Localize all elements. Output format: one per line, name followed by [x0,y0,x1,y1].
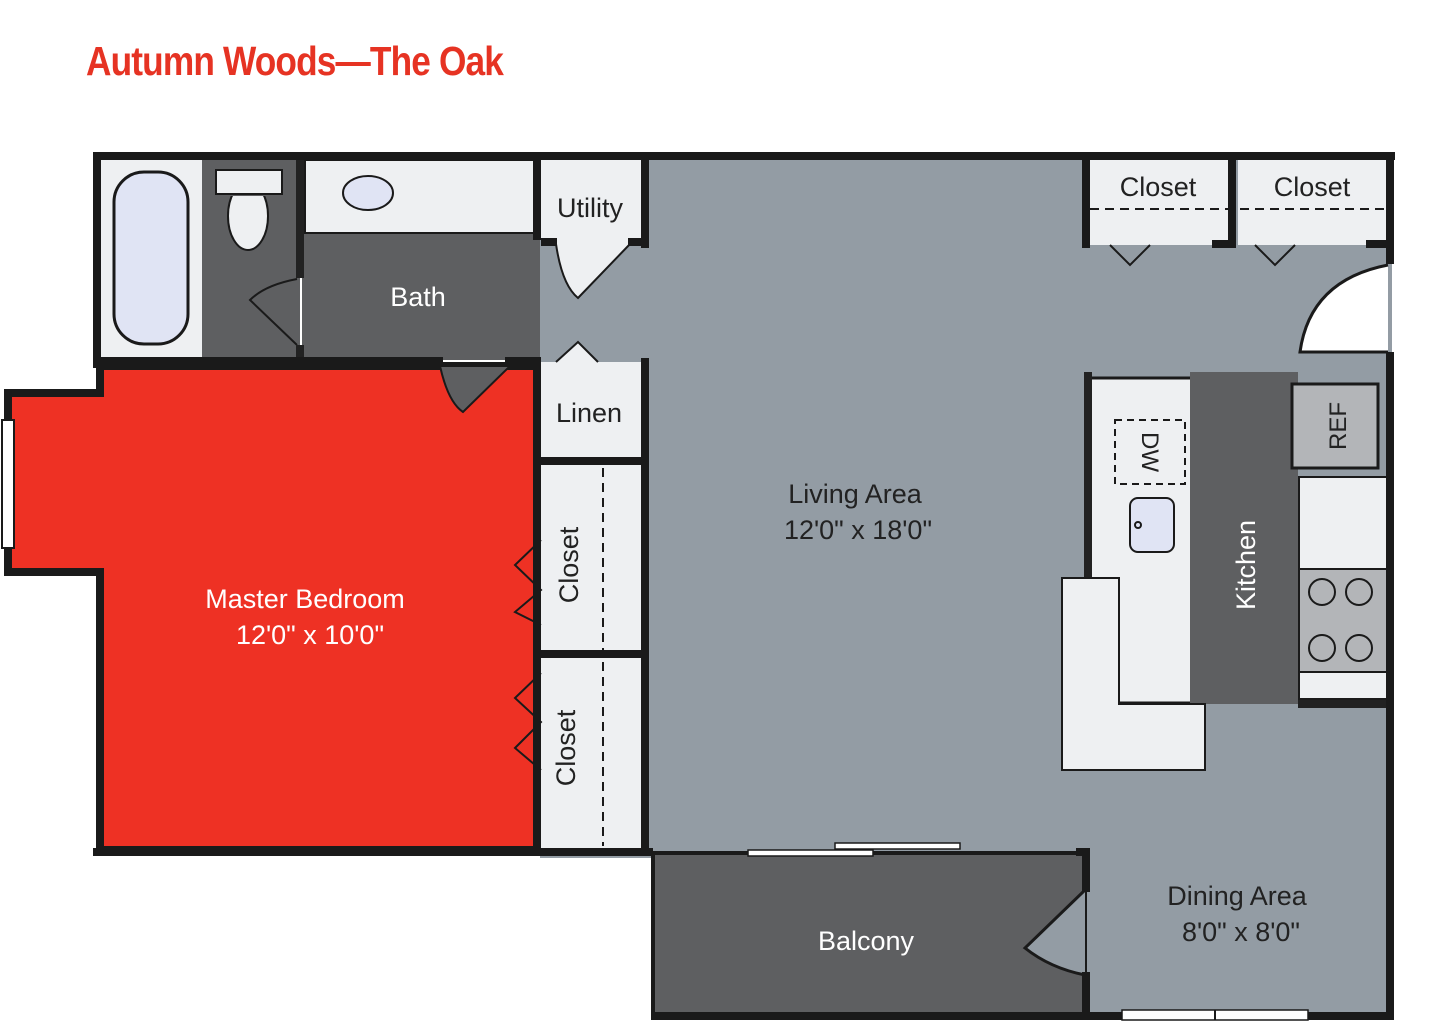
closet-lower-label: Closet [551,709,581,786]
utility-closet[interactable] [541,160,645,246]
kitchen[interactable] [1190,372,1298,704]
dishwasher-icon [1114,419,1186,485]
kitchen-island [1061,577,1206,771]
master-bedroom-name: Master Bedroom [205,584,405,614]
utility-label: Utility [557,193,623,223]
balcony-label: Balcony [818,926,915,956]
closet-top-2-label: Closet [1274,172,1351,202]
closet-top-2[interactable] [1238,160,1388,245]
closet-top-1-label: Closet [1120,172,1197,202]
master-bedroom-size: 12'0" x 10'0" [236,620,384,650]
floorplan-title: Autumn Woods—The Oak [86,38,504,84]
living-area-size: 12'0" x 18'0" [784,515,932,545]
kitchen-label: Kitchen [1231,520,1261,610]
bath-label: Bath [390,282,446,312]
refrigerator [1290,382,1380,470]
living-area-name: Living Area [788,479,923,509]
bathtub-icon [112,170,190,346]
linen-label: Linen [556,398,622,428]
walls [93,152,1395,1020]
sliding-door[interactable] [747,849,874,857]
dining-area-size: 8'0" x 8'0" [1182,917,1300,947]
closet-upper-label: Closet [554,526,584,603]
kitchen-sink-icon [1129,497,1175,553]
refrigerator-label: REF [1325,402,1352,450]
closet-top-1[interactable] [1088,160,1228,245]
vanity [304,159,538,234]
dining-area-name: Dining Area [1167,881,1308,911]
door-swing [248,278,298,346]
closet-lower[interactable] [541,657,645,850]
closet-upper[interactable] [541,463,645,653]
stove-icon [1298,568,1388,673]
linen-closet[interactable] [541,362,645,458]
window [1,419,15,549]
sink-icon [342,175,394,211]
dining-area[interactable] [1085,850,1392,1018]
dishwasher-label: DW [1136,432,1163,472]
bath-room[interactable] [302,234,540,360]
